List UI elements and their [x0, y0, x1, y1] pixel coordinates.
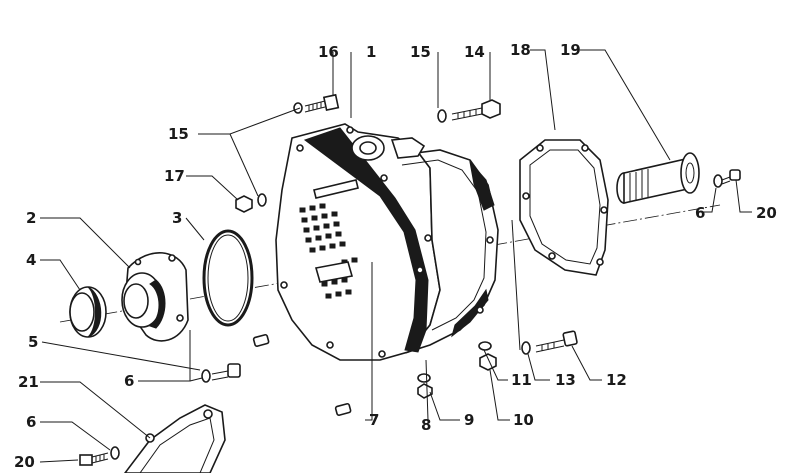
part-shaft-seal: [69, 286, 107, 338]
callout-9: 9: [464, 411, 474, 429]
callout-12: 12: [606, 371, 627, 389]
callout-11: 11: [511, 371, 532, 389]
callout-2: 2: [26, 209, 36, 227]
callout-16: 16: [318, 43, 339, 61]
part-dowel-pin-upper: [252, 333, 270, 347]
part-bolt-top: [293, 93, 340, 114]
callout-20-right: 20: [756, 204, 777, 222]
part-bolt-lower-left: [79, 446, 120, 466]
callout-4: 4: [26, 251, 36, 269]
callout-13: 13: [555, 371, 576, 389]
part-drain-plug: [417, 373, 433, 399]
callout-6-right: 6: [695, 204, 705, 222]
callout-5: 5: [28, 333, 38, 351]
callout-6-lower: 6: [26, 413, 36, 431]
callout-6-mid: 6: [124, 372, 134, 390]
part-bolt-lower-right: [521, 330, 578, 355]
callout-1: 1: [366, 43, 376, 61]
part-nut-upper-left: [235, 193, 267, 213]
part-main-housing: [275, 123, 499, 361]
callout-19: 19: [560, 41, 581, 59]
part-gasket: [519, 139, 609, 276]
callout-14: 14: [464, 43, 485, 61]
part-lower-cover: [123, 404, 226, 473]
callout-3: 3: [172, 209, 182, 227]
part-bolt-right: [713, 169, 741, 188]
callout-10: 10: [513, 411, 534, 429]
part-bolt-lower: [201, 363, 241, 383]
callout-8: 8: [421, 416, 431, 434]
callout-17: 17: [164, 167, 185, 185]
callout-18: 18: [510, 41, 531, 59]
callout-labels: 16 1 15 14 18 19 15 17 2 3 4 5 6 21 6 20…: [14, 41, 777, 471]
callout-7: 7: [369, 411, 379, 429]
part-o-ring: [202, 229, 254, 327]
callout-20-lower: 20: [14, 453, 35, 471]
callout-15-top: 15: [410, 43, 431, 61]
part-filler-plug: [478, 341, 497, 371]
part-bolt-top-right: [437, 99, 501, 123]
part-bearing-cover: [121, 252, 189, 342]
part-shaft: [616, 152, 700, 204]
leader-lines: [39, 49, 752, 463]
callout-15-left: 15: [168, 125, 189, 143]
part-dowel-pin-lower: [334, 402, 352, 416]
callout-21: 21: [18, 373, 39, 391]
